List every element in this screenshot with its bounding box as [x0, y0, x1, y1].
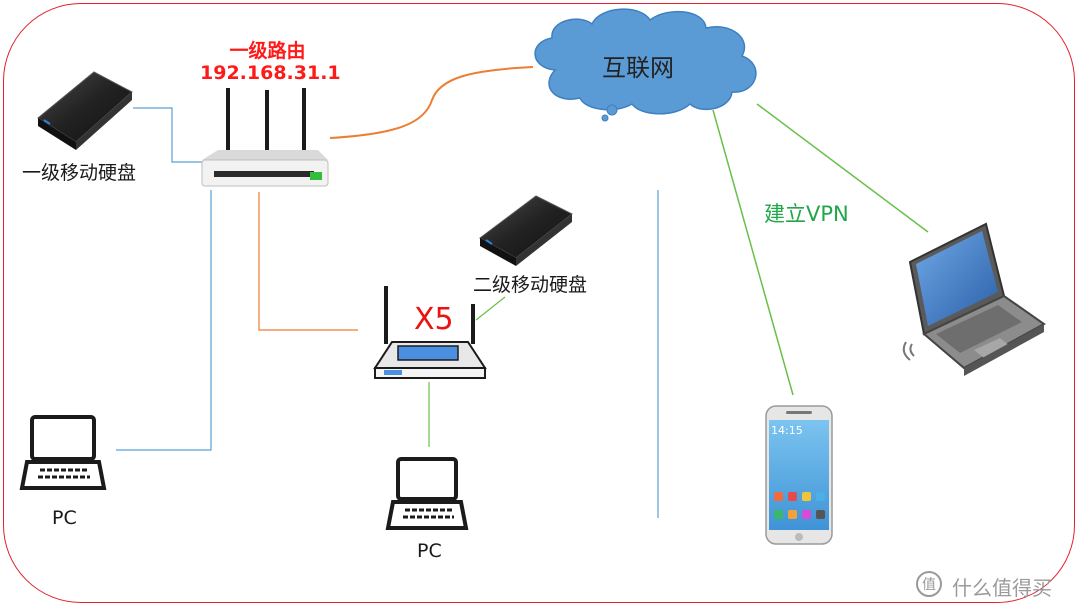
router-primary-title: 一级路由 [229, 40, 306, 62]
internet-cloud-icon [534, 8, 757, 122]
vpn-laptop-icon [902, 222, 1046, 376]
diagram-frame [3, 3, 1075, 603]
router-x5-label: X5 [414, 302, 454, 337]
disk2-label: 二级移动硬盘 [473, 274, 588, 296]
pc1-label: PC [52, 507, 77, 529]
pc2-label: PC [417, 540, 442, 562]
pc2-laptop-icon [385, 457, 469, 530]
watermark-logo-icon: 值 [916, 571, 942, 597]
link-x5-disk2 [475, 296, 506, 321]
router-primary-icon [201, 88, 329, 187]
svg-text:值: 值 [922, 577, 936, 593]
vpn-label: 建立VPN [764, 202, 849, 226]
disk1-label: 一级移动硬盘 [22, 162, 137, 184]
link-router-pc1 [116, 190, 212, 451]
link-router-internet [329, 66, 534, 139]
watermark-text: 什么值得买 [952, 576, 1052, 600]
router-x5-icon [373, 286, 487, 379]
link-internet-laptop [756, 103, 929, 233]
app-grid [774, 492, 825, 519]
router-primary-label: 一级路由 192.168.31.1 [200, 40, 341, 84]
disk1-icon [37, 71, 133, 150]
link-disk1-router [133, 107, 202, 163]
disk2-icon [479, 195, 573, 266]
router-primary-ip: 192.168.31.1 [200, 62, 341, 84]
smartphone-icon [765, 405, 833, 545]
pc1-laptop-icon [19, 415, 107, 490]
connection-lines [116, 66, 929, 518]
phone-clock: 14:15 [771, 424, 803, 437]
link-router-x5 [258, 192, 358, 331]
link-internet-phone [712, 109, 794, 396]
internet-label: 互联网 [602, 54, 674, 82]
